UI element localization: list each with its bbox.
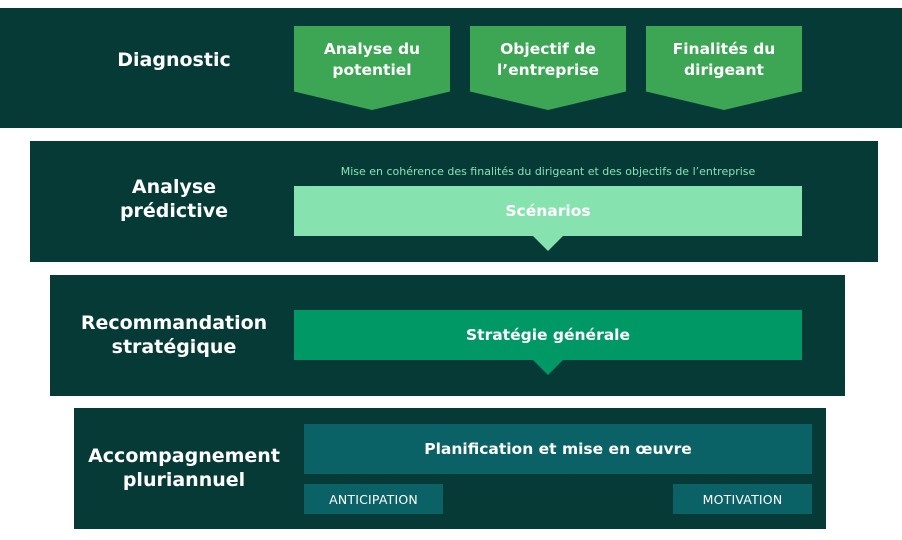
scenarios-notch — [533, 236, 563, 251]
chevron-finalites-dirigeant: Finalités du dirigeant — [646, 26, 802, 110]
tag-anticipation: ANTICIPATION — [304, 484, 443, 514]
chevron-analyse-potentiel: Analyse du potentiel — [294, 26, 450, 110]
band-title-diagnostic: Diagnostic — [117, 49, 231, 71]
band-analyse-predictive: Analyse prédictive Mise en cohérence des… — [30, 141, 878, 262]
chevron-objectif-entreprise: Objectif de l’entreprise — [470, 26, 626, 110]
band-title-accompagnement: Accompagnement pluriannuel — [88, 445, 280, 491]
strategy-notch — [533, 360, 563, 375]
predictive-subtitle: Mise en cohérence des finalités du dirig… — [340, 165, 756, 178]
band-diagnostic: Diagnostic Analyse du potentiel Objectif… — [0, 8, 902, 128]
scenarios-bar: Scénarios — [294, 186, 802, 236]
band-title-recommandation: Recommandation stratégique — [80, 312, 268, 358]
band-accompagnement: Accompagnement pluriannuel Planification… — [74, 408, 826, 529]
strategy-bar: Stratégie générale — [294, 310, 802, 360]
tag-motivation: MOTIVATION — [673, 484, 812, 514]
planning-bar: Planification et mise en œuvre — [304, 424, 812, 474]
band-recommandation: Recommandation stratégique Stratégie gén… — [50, 275, 845, 396]
band-title-analyse-predictive: Analyse prédictive — [119, 176, 229, 222]
